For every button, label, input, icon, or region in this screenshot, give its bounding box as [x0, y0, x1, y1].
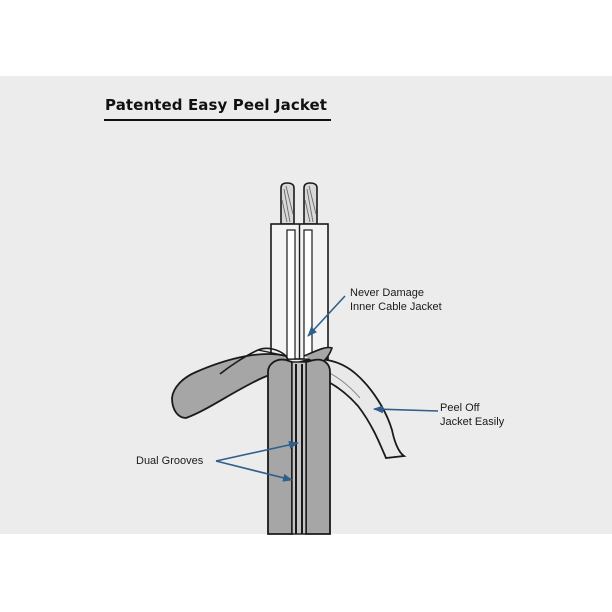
conductor-left	[280, 182, 295, 225]
label-peel-off-line2: Jacket Easily	[440, 416, 505, 428]
title-underline	[104, 119, 331, 121]
label-peel-off: Peel Off Jacket Easily	[440, 401, 504, 429]
conductor-right	[303, 182, 318, 225]
inner-cable-jacket	[270, 223, 329, 360]
peeled-jacket-left	[171, 347, 294, 419]
arrow-dual-grooves-upper	[215, 441, 299, 462]
label-peel-off-line1: Peel Off	[440, 402, 480, 414]
label-never-damage-line1: Never Damage	[350, 287, 424, 299]
diagram-title: Patented Easy Peel Jacket	[105, 96, 328, 114]
arrow-peel-off	[373, 405, 439, 414]
outer-cable-jacket	[267, 358, 331, 535]
arrow-dual-grooves-lower	[215, 460, 293, 482]
arrow-never-damage	[307, 295, 346, 337]
label-never-damage-line2: Inner Cable Jacket	[350, 301, 442, 313]
label-dual-grooves: Dual Grooves	[136, 455, 204, 467]
label-never-damage: Never Damage Inner Cable Jacket	[350, 286, 442, 314]
